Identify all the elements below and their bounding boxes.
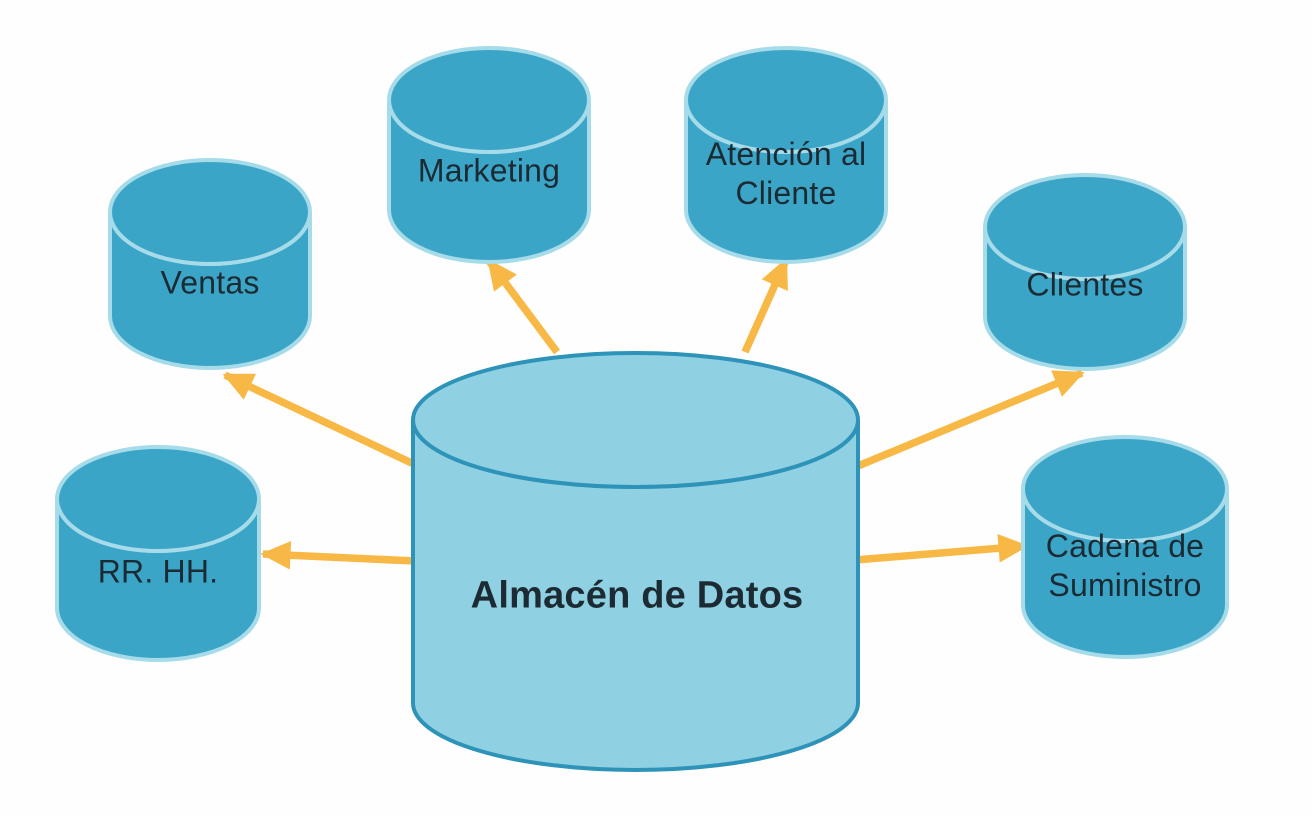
arrow-center-to-marketing [485, 258, 561, 355]
cylinder-marketing [387, 46, 591, 264]
cylinder-almacen-de-datos-top [411, 351, 860, 489]
arrow-center-to-atencion-al-cliente [741, 257, 790, 354]
arrow-center-to-ventas [222, 371, 420, 470]
node-label-cadena-de-suministro: Cadena de Suministro [1045, 527, 1205, 603]
cylinder-atencion-al-cliente [684, 46, 888, 264]
cylinder-ventas [108, 158, 312, 370]
node-label-marketing: Marketing [417, 152, 561, 189]
cylinder-cadena-de-suministro [1021, 435, 1229, 659]
arrow-center-to-cadena-de-suministro [854, 533, 1029, 564]
cylinder-rr-hh [55, 445, 261, 662]
arrow-group [222, 257, 1085, 570]
cylinder-rr-hh-top [55, 445, 261, 553]
cylinder-ventas-top [108, 158, 312, 266]
cylinder-almacen-de-datos [411, 351, 860, 772]
cylinder-cadena-de-suministro-top [1021, 435, 1229, 543]
center-label-almacen-de-datos: Almacén de Datos [470, 574, 804, 617]
node-label-rr-hh: RR. HH. [97, 553, 219, 590]
cylinder-marketing-top [387, 46, 591, 154]
cylinder-clientes-top [983, 173, 1187, 281]
cylinder-clientes [983, 173, 1187, 371]
node-label-ventas: Ventas [160, 264, 260, 301]
node-label-clientes: Clientes [1026, 266, 1144, 303]
cylinder-atencion-al-cliente-top [684, 46, 888, 154]
arrow-center-to-rr-hh [260, 540, 416, 570]
node-label-atencion-al-cliente: Atención al Cliente [705, 135, 867, 211]
arrow-center-to-clientes [856, 369, 1085, 470]
